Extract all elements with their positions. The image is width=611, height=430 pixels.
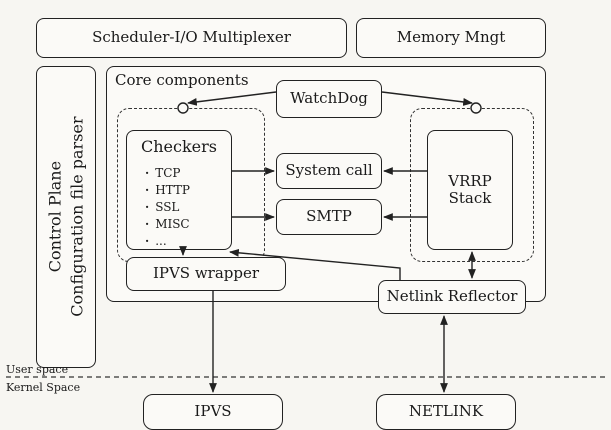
scheduler-io-multiplexer-box: Scheduler-I/O Multiplexer <box>36 18 347 58</box>
smtp-box: SMTP <box>276 199 382 235</box>
memory-mngt-label: Memory Mngt <box>396 28 506 47</box>
vrrp-label: VRRP <box>448 171 492 190</box>
netlink-reflector-label: Netlink Reflector <box>386 287 518 306</box>
checker-item: HTTP <box>145 182 190 199</box>
watchdog-to-checkers-arrow <box>187 91 277 106</box>
checker-item: MISC <box>145 216 190 233</box>
checker-item: TCP <box>145 165 190 182</box>
netlink-reflector-box: Netlink Reflector <box>378 280 526 314</box>
checkers-box: Checkers TCP HTTP SSL MISC ... <box>126 130 232 250</box>
checker-item: ... <box>145 233 190 250</box>
checkers-title: Checkers <box>141 137 217 156</box>
kernel-space-label: Kernel Space <box>6 381 81 394</box>
ipvs-wrapper-label: IPVS wrapper <box>152 264 260 283</box>
memory-mngt-box: Memory Mngt <box>356 18 546 58</box>
ipvs-kernel-label: IPVS <box>194 402 232 421</box>
checker-item: SSL <box>145 199 190 216</box>
system-call-box: System call <box>276 153 382 189</box>
checkers-list: TCP HTTP SSL MISC ... <box>145 165 190 250</box>
ipvs-wrapper-box: IPVS wrapper <box>126 257 286 291</box>
watchdog-to-vrrp-arrow <box>381 91 473 106</box>
control-plane-box: Control Plane Configuration file parser <box>36 66 96 368</box>
watchdog-box: WatchDog <box>276 80 382 118</box>
stack-label: Stack <box>448 189 492 207</box>
core-components-title: Core components <box>115 71 249 89</box>
smtp-label: SMTP <box>306 207 352 226</box>
system-call-label: System call <box>285 161 373 180</box>
user-space-label: User space <box>6 363 69 376</box>
netlink-kernel-label: NETLINK <box>408 402 484 421</box>
scheduler-io-multiplexer-label: Scheduler-I/O Multiplexer <box>92 28 291 47</box>
checkers-connector-circle <box>177 102 189 114</box>
vrrp-connector-circle <box>470 102 482 114</box>
vrrp-stack-box: VRRP Stack <box>427 130 513 250</box>
netlink-to-checkers-arrow <box>229 248 401 280</box>
watchdog-label: WatchDog <box>290 89 368 108</box>
